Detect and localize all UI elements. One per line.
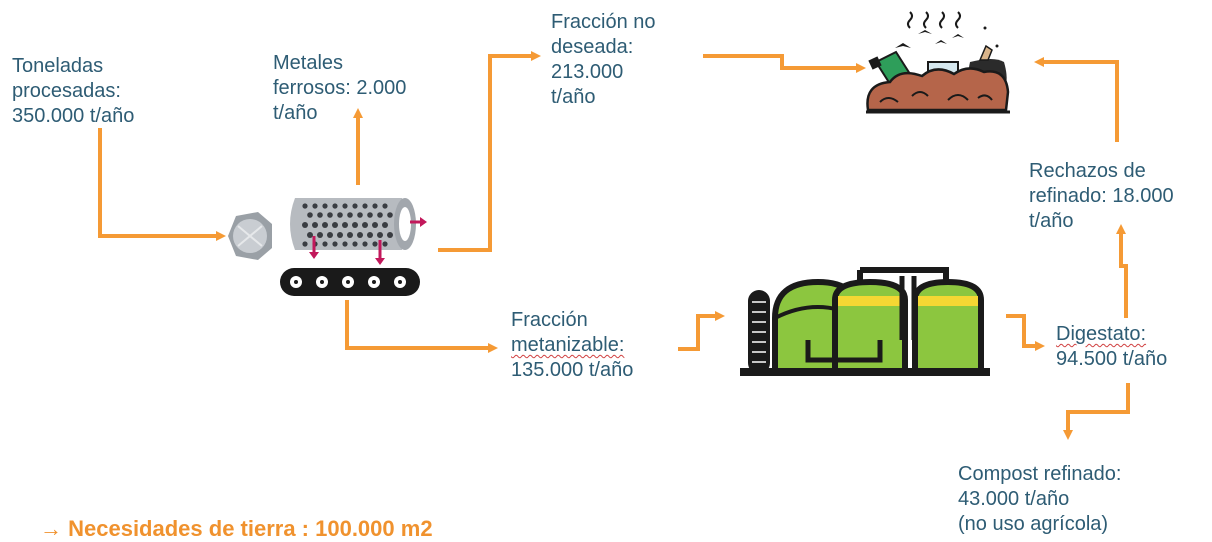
label-toneladas-line1: Toneladas (12, 55, 104, 77)
label-compost-line2: 43.000 t/año (958, 488, 1070, 510)
label-no-deseada-line3: 213.000 (551, 61, 624, 83)
label-rechazos: Rechazos de refinado: 18.000 t/año (1029, 159, 1174, 234)
label-digestato-line1: Digestato: (1056, 323, 1147, 345)
label-digestato: Digestato: 94.500 t/año (1056, 322, 1167, 372)
label-metanizable-line2: metanizable: (511, 334, 625, 356)
label-rechazos-line1: Rechazos de (1029, 160, 1146, 182)
biogas-plant-icon (740, 267, 990, 376)
label-toneladas-line2: procesadas: (12, 80, 121, 102)
arrow-no-deseada-to-landfill (703, 54, 866, 73)
label-rechazos-line3: t/año (1029, 210, 1074, 232)
arrow-digestato-to-rechazos (1116, 224, 1128, 318)
label-no-deseada-line2: deseada: (551, 36, 634, 58)
land-requirement-note: → Necesidades de tierra : 100.000 m2 (40, 516, 433, 541)
landfill-icon (866, 11, 1010, 114)
label-metanizable-line3: 135.000 t/año (511, 359, 634, 381)
arrow-digester-to-digestato (1006, 314, 1045, 351)
trommel-separator-icon (228, 198, 427, 296)
label-compost-line3: (no uso agrícola) (958, 513, 1109, 535)
label-compost: Compost refinado: 43.000 t/año (no uso a… (958, 462, 1121, 537)
label-toneladas-line3: 350.000 t/año (12, 105, 135, 127)
label-metales-line2: ferrosos: 2.000 (273, 77, 407, 99)
label-metanizable: Fracción metanizable: 135.000 t/año (511, 308, 633, 383)
label-compost-line1: Compost refinado: (958, 463, 1122, 485)
label-metales-line1: Metales (273, 52, 344, 74)
arrow-rechazos-to-landfill (1034, 57, 1119, 142)
arrow-input-to-separator (98, 128, 226, 241)
arrow-metanizable-to-digester (678, 311, 725, 351)
label-toneladas: Toneladas procesadas: 350.000 t/año (12, 54, 134, 129)
label-metales-line3: t/año (273, 102, 318, 124)
flow-arrows (98, 51, 1130, 440)
label-rechazos-line2: refinado: 18.000 (1029, 185, 1174, 207)
label-digestato-line2: 94.500 t/año (1056, 348, 1168, 370)
label-metales: Metales ferrosos: 2.000 t/año (273, 51, 406, 126)
label-no-deseada-line1: Fracción no (551, 11, 656, 33)
arrow-to-no-deseada (438, 51, 541, 252)
label-no-deseada-line4: t/año (551, 86, 596, 108)
label-no-deseada: Fracción no deseada: 213.000 t/año (551, 10, 656, 110)
label-metanizable-line1: Fracción (511, 309, 588, 331)
arrow-digestato-to-compost (1063, 383, 1130, 440)
arrow-separator-to-metanizable (345, 300, 498, 353)
